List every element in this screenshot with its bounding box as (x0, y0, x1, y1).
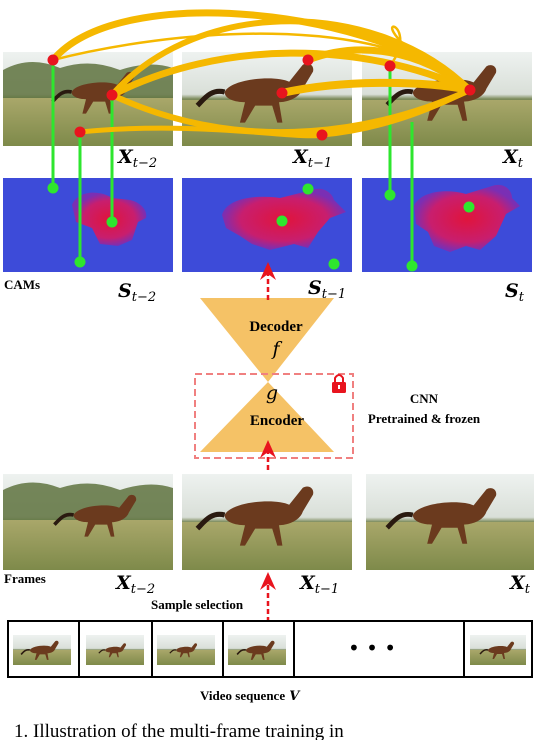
cams-label: CAMs (4, 277, 40, 292)
yellow-links (49, 9, 474, 139)
cam-map-t (362, 178, 532, 272)
frame-bottom-t (366, 474, 534, 570)
green-correspondences (51, 60, 414, 266)
sequence-thumbnails (13, 635, 526, 665)
frame-bottom-t-minus-2 (3, 474, 173, 570)
thumbnail-4 (228, 635, 286, 665)
cam-map-t-minus-2 (3, 178, 173, 272)
encoder-label: Encoder (250, 413, 305, 429)
decoder-label: Decoder (249, 319, 303, 335)
label-xt-minus-1-bottom: Xt−1 (299, 572, 339, 597)
video-sequence-label: Video sequence V (200, 688, 301, 704)
sample-selection-label: Sample selection (151, 597, 244, 612)
lock-icon (332, 374, 346, 393)
frames-label: Frames (4, 571, 46, 586)
label-st-minus-2: St−2 (118, 280, 156, 305)
decoder-block (200, 298, 334, 382)
caption-fragment: 1. Illustration of the multi-frame train… (14, 721, 344, 740)
label-xt-minus-1-top: Xt−1 (292, 146, 332, 171)
label-xt-top: Xt (502, 146, 524, 171)
cnn-sublabel: Pretrained & frozen (368, 411, 481, 426)
label-xt-bottom: Xt (509, 572, 531, 597)
thumbnail-5 (470, 635, 526, 665)
arrow-sequence-to-frame (260, 572, 276, 622)
red-points (47, 54, 476, 141)
label-st: St (505, 280, 525, 305)
thumbnail-3 (157, 635, 215, 665)
arrow-decoder-to-cam (260, 262, 276, 300)
green-points (47, 182, 475, 272)
cam-map-t-minus-1 (182, 178, 352, 272)
arrow-frame-to-encoder (260, 440, 276, 470)
encoder-block (200, 382, 334, 452)
frame-bottom-t-minus-1 (182, 474, 352, 570)
encoder-symbol: g (266, 382, 278, 404)
cnn-label: CNN (410, 391, 439, 406)
decoder-symbol: f (270, 338, 282, 360)
thumbnail-1 (13, 635, 71, 665)
thumbnail-2 (86, 635, 144, 665)
frozen-cnn-box (194, 373, 354, 459)
label-xt-minus-2-bottom: Xt−2 (115, 572, 155, 597)
ellipsis: • • • (348, 636, 396, 660)
label-xt-minus-2-top: Xt−2 (117, 146, 157, 171)
